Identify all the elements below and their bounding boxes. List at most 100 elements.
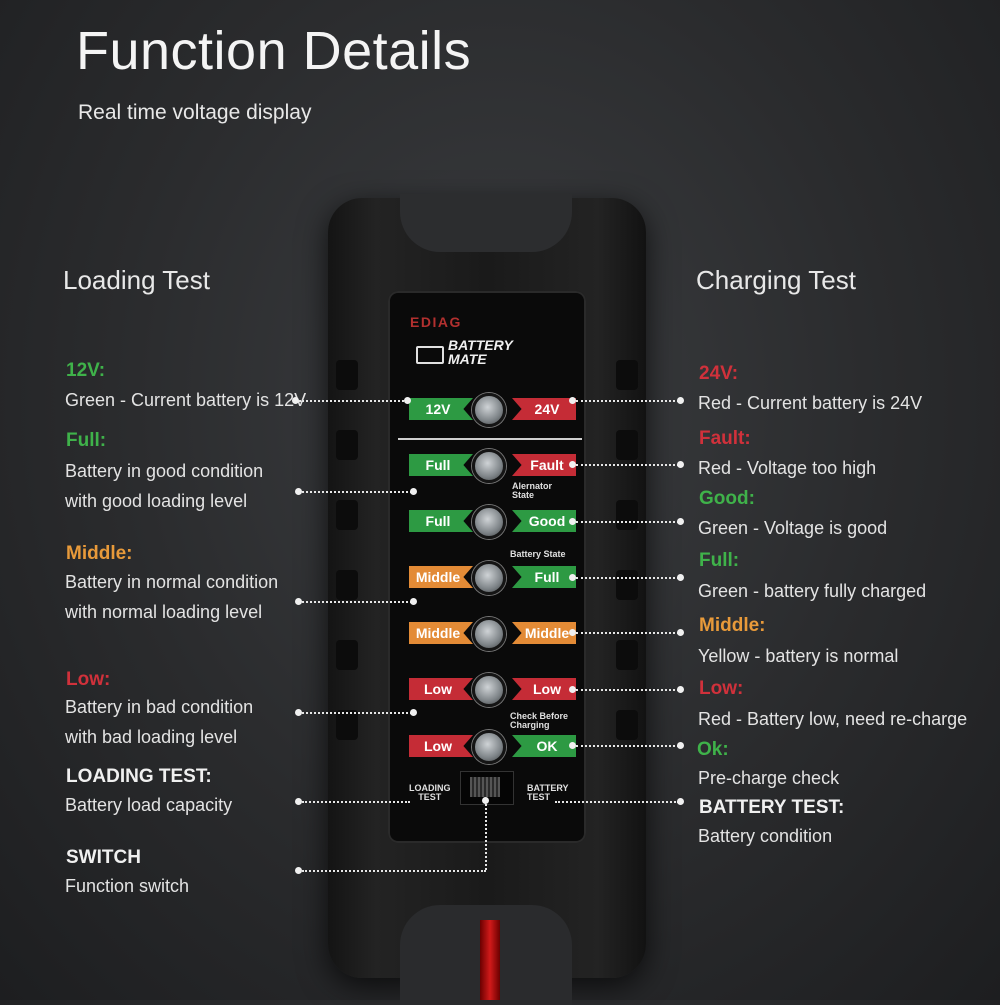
right-label-low: Low: <box>699 678 744 699</box>
leader-dot <box>569 629 576 636</box>
left-label-full: Full: <box>66 430 107 451</box>
leader-dot <box>677 686 684 693</box>
left-label-loading-test: LOADING TEST: <box>66 766 212 787</box>
device-rib <box>336 500 358 530</box>
leader-dot <box>295 798 302 805</box>
leader-dot <box>677 742 684 749</box>
device-rib <box>336 360 358 390</box>
device-rib <box>616 360 638 390</box>
led-label-middle: Middle <box>409 566 473 588</box>
leader-line <box>576 632 679 634</box>
leader-dot <box>404 397 411 404</box>
leader-dot <box>569 518 576 525</box>
leader-dot <box>295 598 302 605</box>
device-rib <box>336 710 358 740</box>
loading-test-heading: Loading Test <box>63 265 210 295</box>
device-rib <box>616 500 638 530</box>
right-label-good: Good: <box>699 488 755 509</box>
leader-line <box>302 601 412 603</box>
alternator-state-label: Alernator State <box>512 481 553 500</box>
device-rib <box>336 640 358 670</box>
right-label-ok: Ok: <box>697 739 729 760</box>
led-label-ok: OK <box>512 735 576 757</box>
right-label-fault: Fault: <box>699 428 751 449</box>
leader-dot <box>569 686 576 693</box>
leader-dot <box>295 488 302 495</box>
device-top-notch <box>400 194 572 252</box>
panel-divider <box>398 438 582 440</box>
page-subtitle: Real time voltage display <box>78 101 312 124</box>
led-indicator <box>472 505 506 539</box>
leader-dot <box>295 709 302 716</box>
check-before-charging-label: Check Before Charging <box>510 711 569 730</box>
led-label-full: Full <box>409 454 473 476</box>
battery-state-label: Battery State <box>510 549 566 559</box>
charging-test-heading: Charging Test <box>696 265 856 295</box>
leader-line <box>576 464 679 466</box>
leader-line <box>299 400 407 402</box>
led-label-middle: Middle <box>409 622 473 644</box>
led-label-low: Low <box>409 678 473 700</box>
device-rib <box>616 710 638 740</box>
leader-line <box>576 689 679 691</box>
leader-line <box>555 801 679 803</box>
leader-line <box>302 801 410 803</box>
led-label-full: Full <box>512 566 576 588</box>
loading-test-switch-label: LOADING TEST <box>409 783 451 802</box>
leader-dot <box>292 397 299 404</box>
led-label-middle: Middle <box>512 622 576 644</box>
left-label-middle: Middle: <box>66 543 133 564</box>
left-label-switch: SWITCH <box>66 847 141 868</box>
leader-dot <box>410 598 417 605</box>
right-desc-24v: Red - Current battery is 24V <box>698 393 923 413</box>
leader-line <box>576 577 679 579</box>
leader-dot <box>569 742 576 749</box>
product-name: BATTERY MATE <box>448 337 513 367</box>
right-label-middle: Middle: <box>699 615 766 636</box>
switch-knob[interactable] <box>470 777 500 797</box>
right-desc-low: Red - Battery low, need re-charge <box>698 709 968 729</box>
left-label-low: Low: <box>66 669 111 690</box>
leader-line <box>576 400 679 402</box>
device-rib <box>616 430 638 460</box>
led-indicator <box>472 561 506 595</box>
brand-logo: EDIAG <box>410 314 462 330</box>
leader-dot <box>677 798 684 805</box>
leader-dot <box>410 488 417 495</box>
led-label-low: Low <box>409 735 473 757</box>
left-label-12v: 12V: <box>66 360 106 381</box>
led-indicator <box>472 617 506 651</box>
leader-dot <box>569 397 576 404</box>
right-desc-middle: Yellow - battery is normal <box>698 646 899 666</box>
right-label-battery-test: BATTERY TEST: <box>699 797 845 818</box>
led-indicator <box>472 393 506 427</box>
led-indicator <box>472 449 506 483</box>
leader-line <box>576 745 679 747</box>
leader-dot <box>410 709 417 716</box>
led-label-good: Good <box>512 510 576 532</box>
battery-test-switch-label: BATTERY TEST <box>527 783 569 802</box>
device-cable <box>480 920 500 1000</box>
leader-line <box>302 870 486 872</box>
leader-line <box>302 491 412 493</box>
left-desc-switch: Function switch <box>65 876 190 896</box>
device-rib <box>616 640 638 670</box>
leader-dot <box>295 867 302 874</box>
device-rib <box>336 430 358 460</box>
leader-dot <box>677 574 684 581</box>
leader-dot <box>569 461 576 468</box>
leader-dot <box>677 629 684 636</box>
device-rib <box>336 570 358 600</box>
leader-line <box>576 521 679 523</box>
led-label-full: Full <box>409 510 473 532</box>
leader-line <box>485 800 487 870</box>
led-label-24v: 24V <box>512 398 576 420</box>
right-desc-battery-test: Battery condition <box>698 826 833 846</box>
page-title: Function Details <box>76 21 472 81</box>
device-rib <box>616 570 638 600</box>
leader-dot <box>677 461 684 468</box>
leader-dot <box>677 397 684 404</box>
led-indicator <box>472 730 506 764</box>
